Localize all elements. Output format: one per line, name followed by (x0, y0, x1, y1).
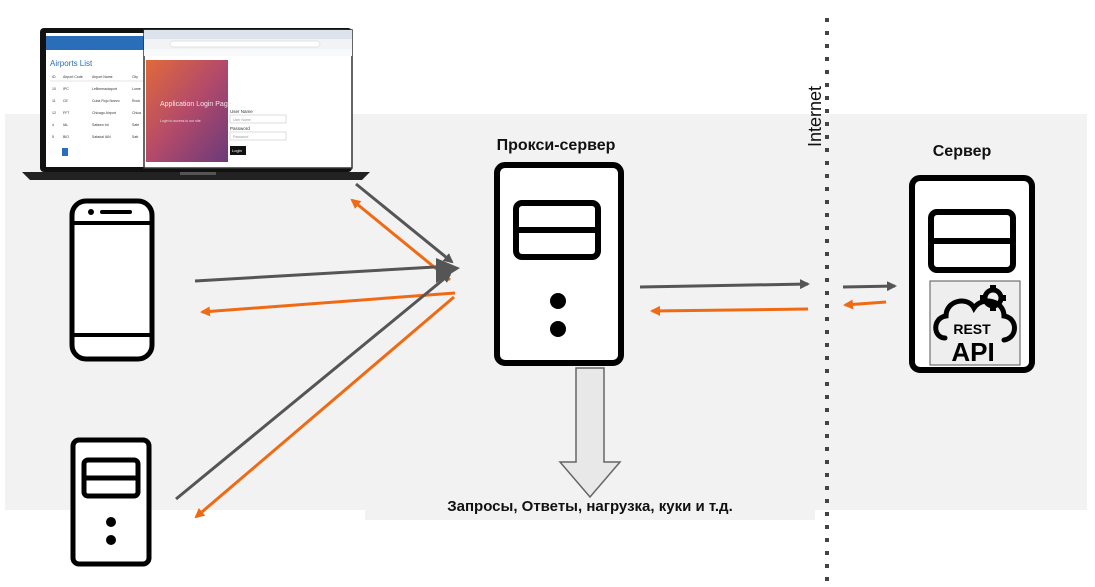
table-cell: FFT (63, 111, 70, 115)
server-to-internet-response-arrow (843, 299, 887, 310)
table-cell: Safr (132, 135, 139, 139)
table-cell: 11 (52, 99, 56, 103)
table-cell: Chica (132, 111, 141, 115)
traffic-arrows (175, 182, 897, 519)
table-cell: 4 (52, 123, 54, 127)
proxy-server-icon (494, 162, 624, 366)
password-label: Password (230, 126, 250, 131)
table-cell: Rock (132, 99, 140, 103)
rest-label: REST (953, 321, 991, 337)
table-header-name: Airport Name (92, 75, 113, 79)
table-cell: IPC (63, 87, 69, 91)
username-label: User Name (230, 109, 253, 114)
table-cell: LeBeneautaport (92, 87, 117, 91)
payload-caption: Запросы, Ответы, нагрузка, куки и т.д. (447, 498, 733, 515)
table-cell: Safarial IAN (92, 135, 111, 139)
laptop-device: Airports List ID Airport Code Airport Na… (22, 28, 370, 180)
login-window: Application Login Page Login to access t… (143, 29, 353, 169)
airports-list-title: Airports List (50, 59, 93, 68)
proxy-server-label: Прокси-сервер (497, 137, 616, 154)
laptop-request-arrow (355, 182, 454, 264)
cloud-icon (933, 298, 1017, 343)
rest-api-server-icon: REST API (909, 175, 1035, 373)
pagination-button (62, 148, 68, 156)
login-subtitle: Login to access to our site (160, 119, 201, 123)
table-cell: Lome (132, 87, 141, 91)
airports-table: ID Airport Code Airport Name City 10 IPC… (50, 75, 145, 139)
phone-response-arrow (200, 291, 456, 317)
login-button-label: Login (232, 148, 242, 153)
table-cell: IAL (63, 123, 68, 127)
client-server-request-arrow (175, 272, 452, 501)
table-header-city: City (132, 75, 138, 79)
table-header-id: ID (52, 75, 56, 79)
login-title: Application Login Page (160, 101, 232, 108)
server-label: Сервер (933, 143, 992, 160)
internet-to-proxy-response-arrow (650, 305, 809, 316)
gear-icon (980, 285, 1006, 311)
proxy-hub-arrowhead (436, 258, 460, 283)
table-cell: 10 (52, 87, 56, 91)
internet-to-server-request-arrow (842, 281, 897, 292)
mobile-phone-icon (69, 198, 155, 362)
table-cell: Safawn Int (92, 123, 109, 127)
table-cell: Safe (132, 123, 139, 127)
table-cell: 5 (52, 135, 54, 139)
username-field (229, 114, 287, 124)
login-button (230, 146, 246, 155)
table-cell: Cuba Rojo Nuevo (92, 99, 120, 103)
payload-down-arrow (558, 367, 622, 499)
phone-request-arrow (194, 261, 454, 283)
table-cell: CE (63, 99, 69, 103)
table-cell: 12 (52, 111, 56, 115)
table-header-code: Airport Code (63, 75, 83, 79)
internet-label: Internet (805, 86, 825, 147)
password-field (229, 131, 287, 141)
table-cell: BIO (63, 135, 69, 139)
api-label: API (951, 337, 994, 367)
password-placeholder: Password (233, 135, 248, 139)
client-server-response-arrow (194, 295, 455, 519)
username-placeholder: User Name (233, 118, 251, 122)
table-cell: Chicago Airport (92, 111, 116, 115)
client-server-icon (70, 437, 152, 567)
proxy-to-internet-request-arrow (639, 279, 810, 290)
